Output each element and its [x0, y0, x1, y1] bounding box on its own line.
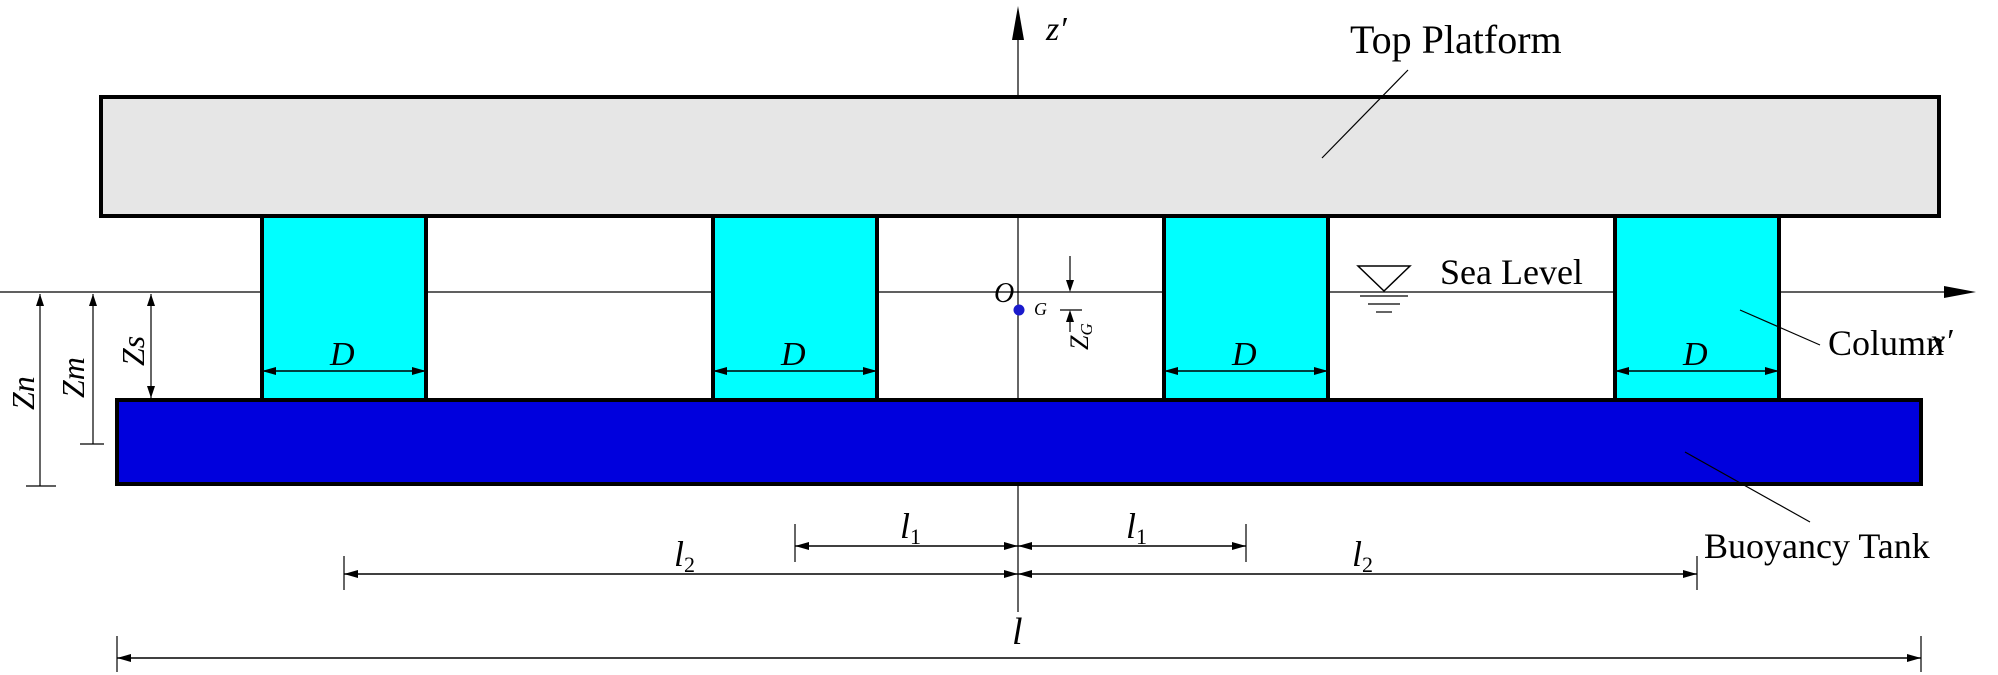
column-4	[1613, 214, 1781, 402]
buoyancy-tank	[115, 398, 1923, 486]
l2-dimension-left: l2	[344, 534, 1018, 578]
zm-dimension: Zm	[55, 294, 104, 445]
svg-text:ZG: ZG	[1065, 323, 1096, 350]
x-axis-label: x′	[1929, 323, 1953, 360]
sea-level-label: Sea Level	[1440, 252, 1583, 292]
column-3	[1162, 214, 1330, 402]
top-platform-label: Top Platform	[1350, 17, 1562, 62]
z-axis-arrowhead	[1012, 6, 1024, 40]
svg-text:D: D	[329, 336, 355, 373]
diameter-dimension-4: D	[1615, 336, 1779, 375]
svg-text:l1: l1	[900, 506, 921, 549]
l1-dimension-left: l1	[795, 506, 1018, 550]
l2-dimension-right: l2	[1018, 534, 1697, 578]
zg-dimension: ZG	[1060, 256, 1096, 350]
g-point-marker	[1013, 304, 1025, 316]
diameter-dimension-3: D	[1164, 336, 1328, 375]
svg-text:l: l	[1012, 611, 1023, 653]
zn-dimension: Zn	[5, 294, 56, 487]
column-2	[711, 214, 879, 402]
x-axis-arrowhead	[1944, 286, 1976, 298]
l-total-dimension: l	[117, 611, 1921, 662]
svg-text:Zm: Zm	[55, 357, 91, 398]
column-label: Column	[1828, 323, 1944, 363]
l1-dimension-right: l1	[1018, 506, 1246, 550]
origin-label: O	[994, 278, 1014, 309]
svg-text:l1: l1	[1126, 506, 1147, 549]
svg-text:Zs: Zs	[115, 336, 151, 366]
g-point-label: G	[1034, 299, 1047, 319]
diameter-dimension-1: D	[262, 336, 426, 375]
svg-text:l2: l2	[674, 534, 695, 577]
svg-text:D: D	[1682, 336, 1708, 373]
buoyancy-tank-label: Buoyancy Tank	[1704, 526, 1930, 566]
sea-level-symbol	[1356, 265, 1412, 313]
svg-text:D: D	[1231, 336, 1257, 373]
svg-text:D: D	[780, 336, 806, 373]
zs-dimension: Zs	[115, 294, 155, 398]
svg-text:Zn: Zn	[5, 376, 41, 410]
buoyancy-tank-leader	[1684, 451, 1811, 523]
z-axis-label: z′	[1045, 11, 1067, 48]
svg-text:l2: l2	[1352, 534, 1373, 577]
column-leader	[1739, 309, 1821, 346]
diameter-dimension-2: D	[713, 336, 877, 375]
top-platform	[99, 95, 1941, 218]
top-platform-leader	[1321, 69, 1409, 159]
